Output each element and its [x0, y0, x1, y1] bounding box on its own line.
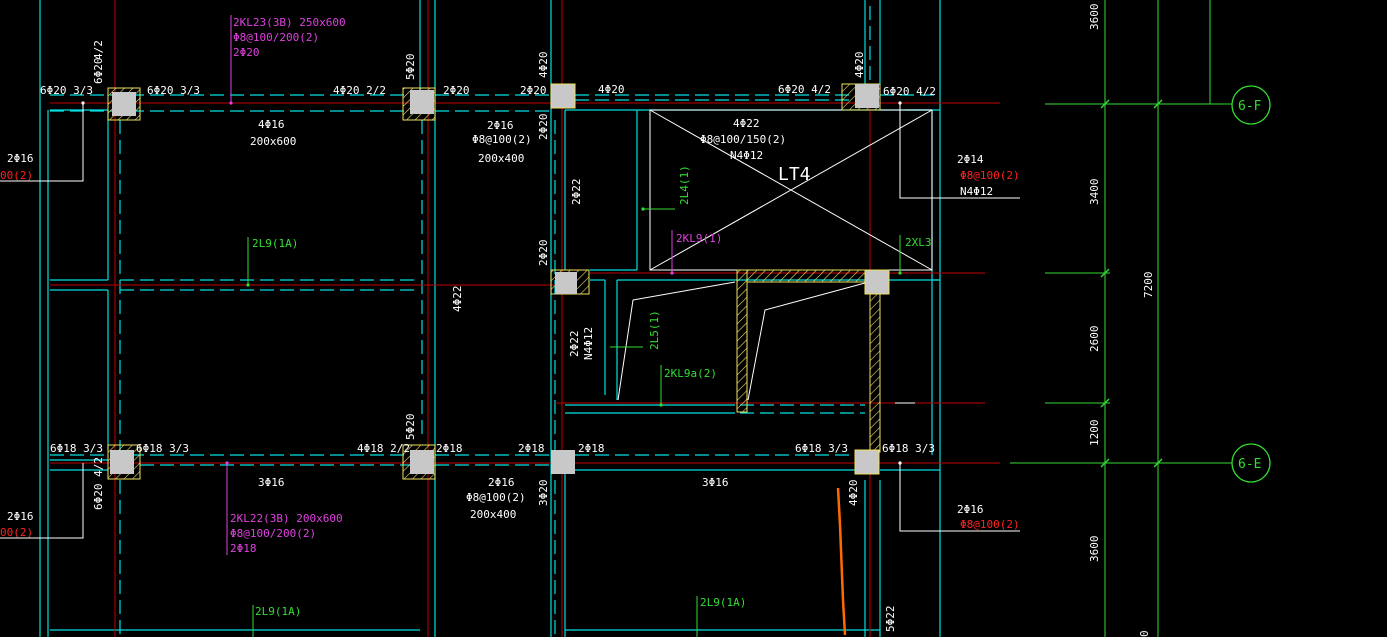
rebar-label: 2Φ20 — [537, 240, 550, 267]
leader-dots — [81, 101, 902, 465]
rebar-label: N4Φ12 — [730, 149, 763, 162]
stirrup-label: Φ8@100(2) — [960, 518, 1020, 531]
rebar-label: 2Φ22 — [570, 179, 583, 206]
rebar-label: 5Φ22 — [884, 606, 897, 633]
stirrup-label: Φ8@100(2) — [466, 491, 526, 504]
columns — [107, 83, 890, 480]
stirrup-label: 00(2) — [0, 169, 33, 182]
rebar-label: 4Φ22 — [451, 286, 464, 313]
beam-label: 2KL23(3B) 250x600 — [233, 16, 346, 29]
column — [410, 450, 434, 474]
section-label: 200x400 — [478, 152, 524, 165]
rebar-label: N4Φ12 — [582, 327, 595, 360]
rebar-label: 2Φ18 — [230, 542, 257, 555]
rebar-label: 4Φ20 2/2 — [333, 84, 386, 97]
beam-label: 2KL9a(2) — [664, 367, 717, 380]
rebar-label: 2Φ18 — [436, 442, 463, 455]
beam-label: 2L9(1A) — [255, 605, 301, 618]
rebar-label: 6Φ18 3/3 — [795, 442, 848, 455]
rebar-label: 4Φ22 — [733, 117, 760, 130]
beam-label: 2L9(1A) — [252, 237, 298, 250]
rebar-label: 6Φ18 3/3 — [136, 442, 189, 455]
dimension-ticks — [1100, 99, 1163, 468]
dimension-lines — [1010, 0, 1232, 637]
rebar-label: 2Φ18 — [518, 442, 545, 455]
rebar-label: 2Φ16 — [488, 476, 515, 489]
stirrup-label: Φ8@100(2) — [472, 133, 532, 146]
rebar-label: 6Φ20 3/3 — [147, 84, 200, 97]
stair-flights — [617, 281, 915, 404]
rebar-label: 2Φ20 — [233, 46, 260, 59]
rebar-label: 2Φ14 — [957, 153, 984, 166]
rebar-label: N4Φ12 — [960, 185, 993, 198]
stair-label: LT4 — [778, 164, 811, 185]
section-label: 200x400 — [470, 508, 516, 521]
rebar-label: 2Φ16 — [487, 119, 514, 132]
section-label: 200x600 — [250, 135, 296, 148]
stirrup-label: Φ8@100(2) — [960, 169, 1020, 182]
dimension-text: 1200 — [1088, 420, 1101, 447]
rebar-label: 3Φ16 — [258, 476, 285, 489]
column — [550, 83, 576, 109]
grid-label-e: 6-E — [1238, 457, 1261, 472]
dimension-text: 3400 — [1088, 179, 1101, 206]
rebar-label: 4Φ20 — [853, 52, 866, 79]
rebar-label: 4Φ18 2/2 — [357, 442, 410, 455]
dimension-text: 2600 — [1088, 326, 1101, 353]
column — [110, 450, 134, 474]
stair-opening-lt4 — [649, 109, 933, 271]
dimension-text: 3600 — [1088, 4, 1101, 31]
dimension-text: 0 — [1138, 630, 1151, 637]
dimension-text: 7200 — [1142, 272, 1155, 299]
dimension-text: 3600 — [1088, 536, 1101, 563]
beam-label: 2L9(1A) — [700, 596, 746, 609]
column — [112, 92, 136, 116]
rebar-label: 6Φ20 4/2 — [778, 83, 831, 96]
column — [551, 450, 575, 474]
rebar-label: 2Φ22 — [568, 331, 581, 358]
rebar-label: 4Φ20 — [537, 52, 550, 79]
rebar-label: 6Φ20 4/2 — [883, 85, 936, 98]
stirrup-label: Φ8@100/200(2) — [230, 527, 316, 540]
column — [864, 269, 890, 295]
rebar-label: 3Φ20 — [537, 480, 550, 507]
rebar-label: 2Φ20 — [443, 84, 470, 97]
column — [410, 90, 434, 114]
beam-label: 2KL22(3B) 200x600 — [230, 512, 343, 525]
beam-label: 2KL9(1) — [676, 232, 722, 245]
rebar-label: 6Φ20 — [92, 58, 105, 85]
rebar-label: 4/2 — [92, 40, 105, 60]
hatched-walls — [736, 269, 881, 453]
rebar-label: 2Φ20 — [520, 84, 547, 97]
rebar-label: 6Φ18 3/3 — [882, 442, 935, 455]
rebar-label: 6Φ20 3/3 — [40, 84, 93, 97]
rebar-label: 2Φ20 — [537, 114, 550, 141]
rebar-label: 6Φ20 4/2 — [92, 457, 105, 510]
grid-bubble-f — [1231, 85, 1271, 125]
column — [854, 449, 880, 475]
rebar-label: 2Φ16 — [7, 152, 34, 165]
beam-label: 2L5(1) — [648, 310, 661, 350]
stirrup-label: Φ8@100/200(2) — [233, 31, 319, 44]
rebar-label: 2Φ16 — [957, 503, 984, 516]
grid-bubble-e — [1231, 443, 1271, 483]
rebar-label: 4Φ20 — [598, 83, 625, 96]
rebar-label: 2Φ16 — [7, 510, 34, 523]
rebar-label: 3Φ16 — [702, 476, 729, 489]
rebar-label: 6Φ18 3/3 — [50, 442, 103, 455]
beam-label: 2XL3 — [905, 236, 932, 249]
grid-label-f: 6-F — [1238, 99, 1262, 114]
rebar-label: 4Φ16 — [258, 118, 285, 131]
beam-label: 2L4(1) — [678, 165, 691, 205]
rebar-label: 5Φ20 — [404, 54, 417, 81]
rebar-label: 2Φ18 — [578, 442, 605, 455]
leader-lines — [0, 15, 1020, 637]
stirrup-label: Φ8@100/150(2) — [700, 133, 786, 146]
stirrup-label: 00(2) — [0, 526, 33, 539]
column — [555, 272, 577, 294]
rebar-label: 5Φ20 — [404, 414, 417, 441]
rebar-label: 4Φ20 — [847, 480, 860, 507]
column — [855, 84, 879, 108]
